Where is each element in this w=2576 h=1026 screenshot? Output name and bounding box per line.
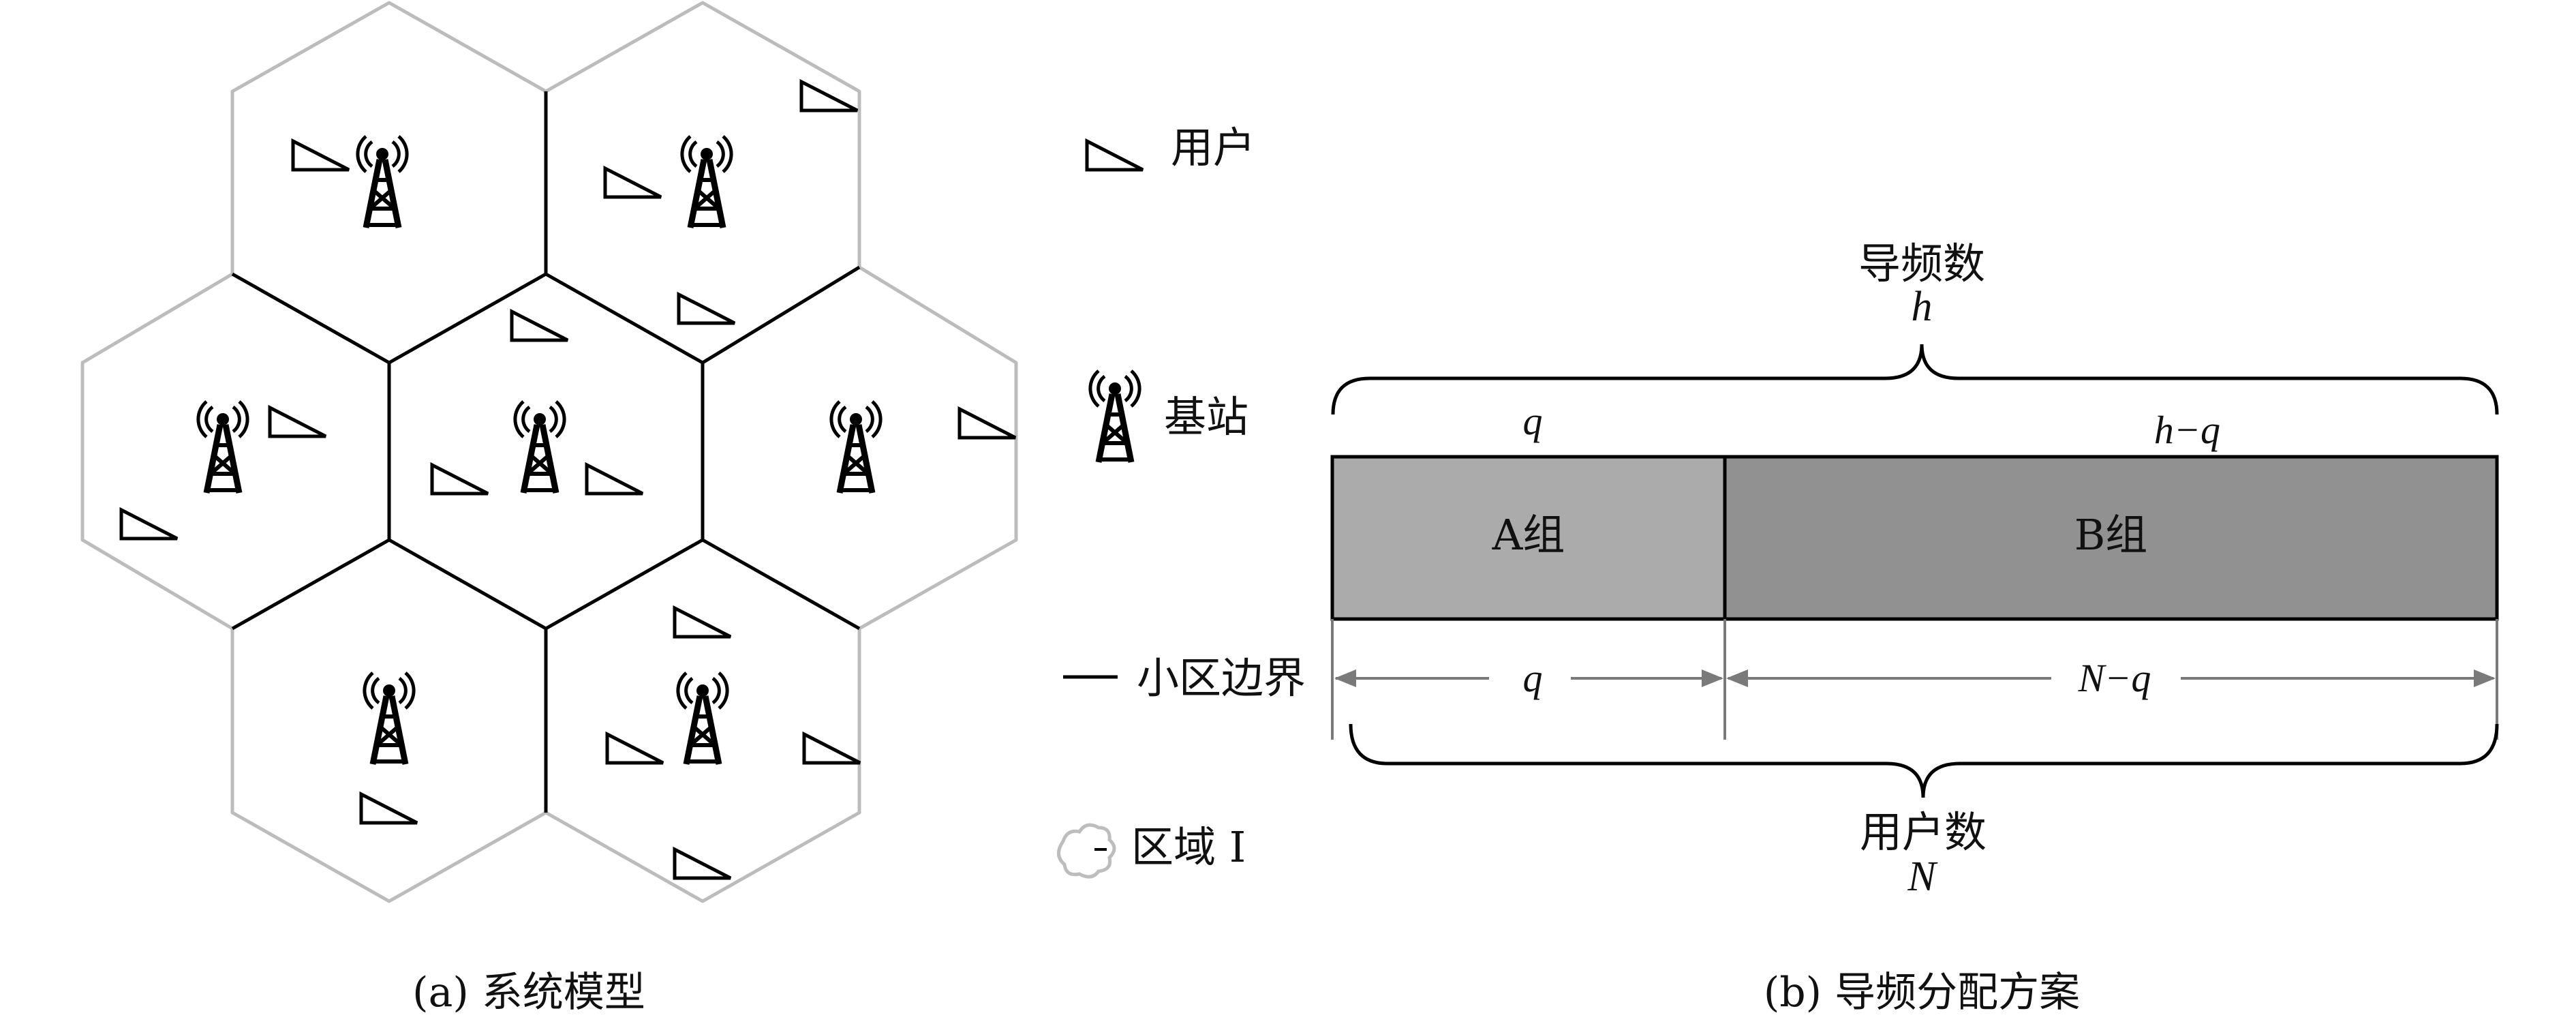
cell-center	[432, 312, 643, 494]
base-station-icon	[198, 402, 247, 493]
arrowhead	[2474, 669, 2496, 687]
user-icon	[587, 465, 643, 494]
user-icon	[960, 409, 1015, 438]
cell-right	[831, 402, 1015, 493]
base-station-icon	[358, 136, 407, 228]
user-icon	[605, 168, 661, 197]
inner-boundary	[231, 91, 861, 813]
user-icon	[512, 312, 568, 340]
caption-a: (a) 系统模型	[412, 969, 645, 1016]
base-station-icon	[365, 673, 414, 764]
base-station-icon	[682, 136, 731, 228]
user-icon	[607, 734, 663, 763]
cell-top-right	[605, 82, 857, 323]
caption-b: (b) 导频分配方案	[1764, 969, 2080, 1016]
user-icon	[293, 141, 349, 170]
bottom-n-minus-q-label: N−q	[2078, 656, 2151, 700]
legend-region-label: 区域 I	[1131, 822, 1246, 872]
user-icon	[270, 408, 326, 436]
cell-grid	[80, 1, 1018, 903]
cell-bottom-right	[607, 608, 860, 878]
cell-top-left	[293, 136, 407, 228]
pilots-var: h	[1912, 284, 1933, 330]
outer-boundary	[80, 1, 1018, 903]
legend-user-label: 用户	[1171, 123, 1255, 172]
users-label: 用户数	[1860, 807, 1987, 857]
arrowhead	[1726, 669, 1748, 687]
top-brace	[1331, 344, 2499, 415]
pilots-label: 导频数	[1858, 239, 1985, 288]
arrowhead	[1702, 669, 1723, 687]
legend: 用户 基站 小区边界 区域 I	[1057, 123, 1306, 879]
user-icon	[679, 295, 735, 323]
legend-base-station-label: 基站	[1164, 392, 1248, 442]
dimension-arrows	[1334, 669, 2496, 687]
cell-bottom-left	[361, 673, 417, 823]
bottom-brace	[1349, 723, 2499, 798]
arrowhead	[1334, 669, 1356, 687]
user-icon	[432, 465, 488, 494]
user-icon	[361, 794, 417, 823]
base-station-icon	[515, 402, 564, 493]
group-b-block	[1723, 455, 2499, 621]
legend-user-icon	[1087, 141, 1143, 170]
user-icon	[804, 734, 860, 763]
base-station-icon	[678, 673, 727, 764]
top-h-minus-q-label: h−q	[2154, 408, 2220, 452]
group-b-label: B组	[2074, 510, 2148, 560]
legend-region-icon	[1057, 823, 1116, 879]
user-icon	[121, 510, 177, 539]
base-station-icon	[831, 402, 880, 493]
user-icon	[675, 849, 731, 878]
user-icon	[675, 608, 731, 637]
legend-boundary-label: 小区边界	[1137, 653, 1306, 703]
pilot-diagram: 导频数 h q h−q A组 B组 q N−q 用户数 N	[1330, 239, 2499, 900]
top-q-label: q	[1523, 399, 1543, 443]
group-a-label: A组	[1492, 510, 1565, 560]
legend-base-station-icon	[1090, 371, 1139, 462]
users-var: N	[1907, 854, 1938, 900]
cell-left	[121, 402, 326, 539]
bottom-q-label: q	[1523, 656, 1543, 700]
